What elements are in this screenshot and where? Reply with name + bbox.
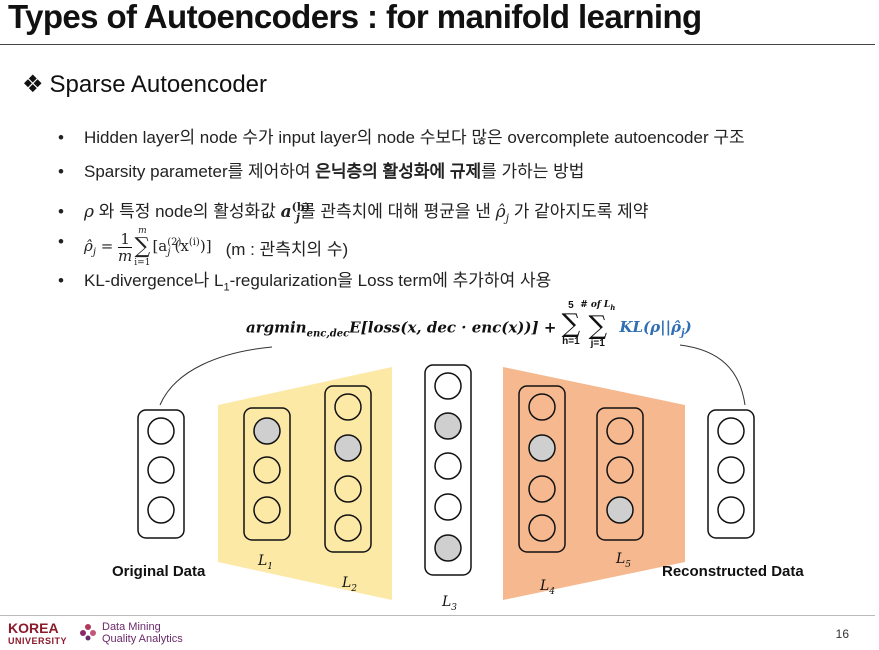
l4-node-active <box>528 434 556 462</box>
l3-node-active <box>434 534 462 562</box>
l1-node <box>253 496 281 524</box>
bullet-item: • Sparsity parameter를 제어하여 은닉층의 활성화에 규제를 … <box>58 157 584 182</box>
footer-divider <box>0 615 875 616</box>
formula-note: (m : 관측치의 수) <box>225 239 349 259</box>
bullet-item: • KL-divergence나 L1-regularization을 Loss … <box>58 266 551 293</box>
l5-node <box>606 456 634 484</box>
l4-node <box>528 475 556 503</box>
bullet-bold-text: 은닉층의 활성화에 규제 <box>315 162 482 181</box>
output-node <box>717 496 745 524</box>
kl-term: KL(ρ||ρ̂j) <box>619 318 692 340</box>
layer-label-l2: L2 <box>342 575 358 594</box>
summation-h: 5∑h=1 <box>561 300 581 348</box>
page-number: 16 <box>835 627 849 641</box>
arc-right <box>679 344 746 406</box>
l4-node <box>528 514 556 542</box>
bullet-dot: • <box>58 202 64 221</box>
layer-label-l3: L3 <box>442 594 458 613</box>
lab-logo-icon <box>80 624 96 641</box>
rho-symbol: ρ <box>84 202 94 222</box>
bullet-dot: • <box>58 162 64 181</box>
arc-left <box>159 346 273 406</box>
layer-l4 <box>518 385 566 553</box>
bullet-text: Hidden layer의 node 수가 input layer의 node … <box>84 128 745 147</box>
diamond-bullet-icon: ❖ <box>22 71 44 98</box>
activation-symbol: a(h)j <box>280 200 310 225</box>
input-node <box>147 417 175 445</box>
layer-l2 <box>324 385 372 553</box>
l3-node-active <box>434 412 462 440</box>
university-logo: KOREA UNIVERSITY <box>8 620 68 646</box>
bullet-text: 를 관측치에 대해 평균을 낸 <box>299 202 496 221</box>
layer-label-l4: L4 <box>540 578 556 597</box>
l3-node <box>434 452 462 480</box>
reconstructed-data-label: Reconstructed Data <box>662 563 804 580</box>
input-node <box>147 496 175 524</box>
rho-hat-subscript: j <box>505 211 510 225</box>
output-node <box>717 456 745 484</box>
original-data-label: Original Data <box>112 563 206 580</box>
l2-node-active <box>334 434 362 462</box>
bullet-dot: • <box>58 128 64 147</box>
l3-node <box>434 372 462 400</box>
l2-node <box>334 475 362 503</box>
bullet-dot: • <box>58 232 64 251</box>
l1-node <box>253 456 281 484</box>
objective-equation: argminenc,decE[loss(x, dec · enc(x))] + … <box>246 300 692 349</box>
output-node <box>717 417 745 445</box>
summation-j: # of Lh∑j=1 <box>580 300 616 349</box>
slide-title: Types of Autoencoders : for manifold lea… <box>8 0 702 35</box>
l3-node <box>434 493 462 521</box>
title-divider <box>0 44 875 45</box>
lab-name: Data Mining Quality Analytics <box>102 621 183 645</box>
bullet-text: 와 특정 node의 활성화값 <box>94 202 281 221</box>
rho-hat-symbol: ρ̂ <box>495 202 506 222</box>
l5-node <box>606 417 634 445</box>
bullet-item: • Hidden layer의 node 수가 input layer의 node… <box>58 123 745 148</box>
input-node <box>147 456 175 484</box>
bullet-text: -regularization을 Loss term에 추가하여 사용 <box>229 271 552 290</box>
l1-node-active <box>253 417 281 445</box>
layer-l1 <box>243 407 291 541</box>
bullet-text: 를 가하는 방법 <box>481 162 585 181</box>
layer-label-l1: L1 <box>258 553 274 572</box>
bullet-text: Sparsity parameter를 제어하여 <box>84 162 316 181</box>
l5-node-active <box>606 496 634 524</box>
decoder-trapezoid <box>503 367 685 600</box>
layer-l5 <box>596 407 644 541</box>
l4-node <box>528 393 556 421</box>
l2-node <box>334 393 362 421</box>
bullet-dot: • <box>58 271 64 290</box>
layer-label-l5: L5 <box>616 551 632 570</box>
bullet-subscript: 1 <box>223 281 230 294</box>
l2-node <box>334 514 362 542</box>
section-heading: ❖Sparse Autoencoder <box>22 70 267 99</box>
bullet-text: 가 같아지도록 제약 <box>509 202 649 221</box>
bullet-item: •ρ 와 특정 node의 활성화값 a(h)j를 관측치에 대해 평균을 낸 … <box>58 197 648 224</box>
bullet-text: KL-divergence나 L <box>84 271 224 290</box>
section-title: Sparse Autoencoder <box>49 71 268 98</box>
